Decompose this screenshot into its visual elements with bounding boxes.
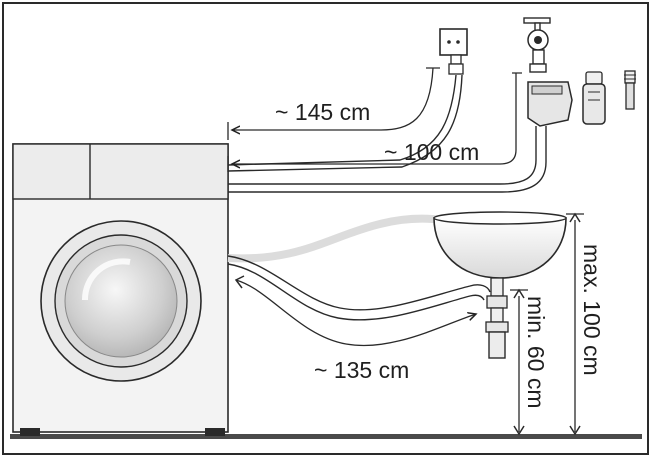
drain-pipe-icon: [485, 277, 509, 359]
sink: [433, 211, 567, 279]
floor-line: [10, 434, 642, 439]
label-min-height: min. 60 cm: [523, 296, 549, 408]
power-socket-icon: [439, 28, 468, 75]
label-hose-145: ~ 145 cm: [275, 99, 370, 125]
drain-hose: [227, 255, 491, 321]
washing-machine: [12, 143, 229, 436]
power-cable: [227, 74, 463, 172]
label-max-height: max. 100 cm: [579, 244, 605, 376]
hose-connector-icon: [582, 71, 606, 125]
inlet-hose: [228, 126, 547, 193]
label-hose-100: ~ 100 cm: [384, 139, 479, 165]
dim-arrow-135: [235, 279, 476, 347]
label-hose-135: ~ 135 cm: [314, 357, 409, 383]
dim-arrow-100: [232, 72, 522, 164]
dim-arrow-145: [232, 67, 440, 130]
dim-max-height: [566, 212, 584, 436]
valve-adapter-icon: [527, 81, 573, 127]
dim-min-height: [510, 288, 528, 436]
water-tap-icon: [523, 17, 551, 73]
threaded-adapter-icon: [624, 70, 636, 110]
